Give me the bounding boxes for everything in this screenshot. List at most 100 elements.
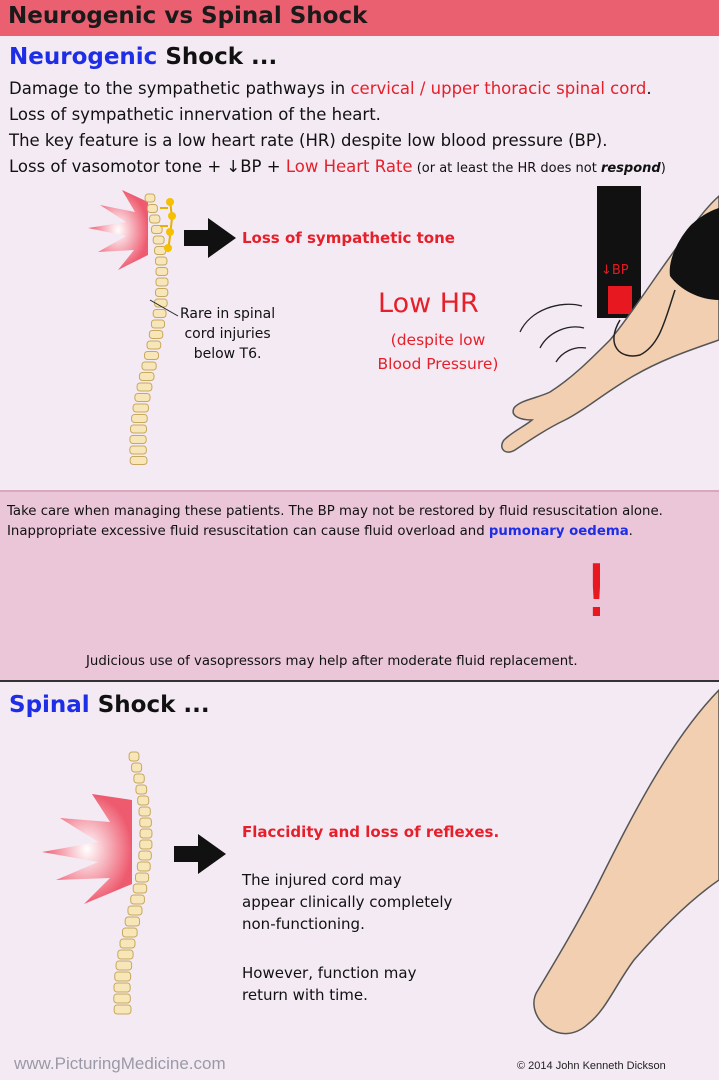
line4-bp: BP +	[240, 157, 286, 176]
vertebra-shape	[113, 1004, 132, 1015]
injury-burst-icon	[88, 190, 148, 270]
vertebra-shape	[139, 839, 153, 850]
limp-arm-icon	[533, 688, 719, 1035]
line4-note-text: (or at least the HR does not	[412, 161, 601, 176]
vertebra-shape	[132, 403, 149, 413]
vertebra-shape	[129, 456, 148, 465]
vertebra-shape	[135, 784, 148, 795]
vertebra-shape	[129, 445, 147, 455]
vertebra-shape	[136, 382, 153, 392]
vertebra-shape	[144, 193, 156, 203]
vertebra-shape	[114, 971, 132, 982]
spinal-title-rest: Shock ...	[89, 692, 210, 718]
neurogenic-description: Damage to the sympathetic pathways in ce…	[9, 76, 715, 182]
vertebra-shape	[152, 309, 167, 318]
loss-of-tone-label: Loss of sympathetic tone	[242, 229, 455, 247]
vertebra-shape	[150, 319, 166, 329]
rare-injury-note: Rare in spinal cord injuries below T6.	[180, 304, 275, 364]
vertebra-shape	[133, 773, 145, 784]
vertebra-shape	[134, 872, 150, 883]
vertebra-shape	[131, 414, 148, 423]
neurogenic-title-colored: Neurogenic	[9, 44, 158, 70]
spine-icon	[129, 193, 169, 465]
injury-burst-large-icon	[42, 794, 132, 904]
neurogenic-line-1: Damage to the sympathetic pathways in ce…	[9, 76, 715, 102]
vertebra-shape	[155, 267, 169, 276]
arrow-right-icon	[184, 218, 236, 258]
spinal-p2-line-2: return with time.	[242, 986, 368, 1004]
low-hr-label: Low HR	[378, 288, 479, 319]
vertebra-shape	[144, 351, 160, 360]
neurogenic-line-3: The key feature is a low heart rate (HR)…	[9, 131, 608, 150]
spinal-p2-line-1: However, function may	[242, 964, 417, 982]
spinal-title-colored: Spinal	[9, 692, 90, 718]
spinal-p1-line-1: The injured cord may	[242, 871, 402, 889]
vertebra-shape	[124, 916, 141, 927]
sympathetic-chain-icon	[160, 198, 176, 253]
vertebra-shape	[139, 828, 153, 839]
vertebra-shape	[150, 225, 163, 234]
vertebra-shape	[152, 235, 165, 245]
vertebra-shape	[130, 424, 147, 434]
callout-line	[149, 299, 179, 317]
vertebra-shape	[117, 949, 134, 960]
flaccidity-label: Flaccidity and loss of reflexes.	[242, 823, 500, 841]
neurogenic-title: Neurogenic Shock ...	[9, 44, 277, 70]
care-line-2-highlight: pumonary oedema	[488, 524, 629, 539]
site-watermark: www.PicturingMedicine.com	[14, 1054, 226, 1073]
vertebra-shape	[134, 393, 151, 402]
line4-note-end: )	[660, 161, 666, 176]
vertebra-shape	[128, 751, 140, 762]
fluid-caution-text: Take care when managing these patients. …	[7, 502, 717, 542]
vasopressor-note: Judicious use of vasopressors may help a…	[86, 654, 578, 669]
vertebra-shape	[121, 927, 138, 938]
line4-note: (or at least the HR does not respond)	[413, 161, 666, 176]
neurogenic-title-rest: Shock ...	[157, 44, 278, 70]
vertebra-shape	[137, 795, 150, 806]
vertebra-shape	[127, 905, 143, 916]
spinal-title: Spinal Shock ...	[9, 692, 210, 718]
spinal-paragraph-2: However, function may return with time.	[242, 962, 417, 1006]
header-bar: Neurogenic vs Spinal Shock	[0, 0, 719, 36]
down-arrow-icon: ↓	[226, 157, 241, 176]
line1-text: Damage to the sympathetic pathways in	[9, 79, 351, 98]
line1-end: .	[646, 79, 652, 98]
vertebra-shape	[146, 340, 162, 350]
rare-line-2: cord injuries	[184, 326, 271, 342]
care-line-2-text: Inappropriate excessive fluid resuscitat…	[7, 524, 489, 539]
line4-highlight: Low Heart Rate	[285, 157, 413, 176]
vertebra-shape	[130, 894, 145, 905]
vertebra-shape	[113, 982, 131, 993]
vertebra-shape	[139, 817, 152, 828]
bp-monitor-icon	[597, 186, 641, 318]
vertebra-shape	[136, 861, 151, 872]
vertebra-shape	[148, 330, 164, 339]
exclamation-icon: !	[582, 549, 611, 633]
vertebra-shape	[138, 372, 155, 381]
rare-line-1: Rare in spinal	[180, 306, 276, 322]
vertebra-shape	[146, 204, 158, 213]
vertebra-shape	[154, 288, 169, 297]
vertebra-shape	[154, 256, 168, 266]
vertebra-shape	[138, 850, 152, 861]
line4-text: Loss of vasomotor tone +	[9, 157, 227, 176]
vertebra-shape	[115, 960, 133, 971]
line4-note-emphasis: respond	[600, 161, 661, 176]
vertebra-shape	[113, 993, 131, 1004]
vertebra-shape	[141, 361, 157, 371]
despite-line-2: Blood Pressure)	[377, 355, 499, 373]
vertebra-shape	[119, 938, 136, 949]
spinal-p1-line-3: non-functioning.	[242, 915, 365, 933]
fluid-caution-panel	[0, 490, 719, 682]
spine-large-icon	[113, 751, 153, 1015]
care-line-2: Inappropriate excessive fluid resuscitat…	[7, 522, 717, 542]
line1-highlight: cervical / upper thoracic spinal cord	[350, 79, 647, 98]
copyright-notice: © 2014 John Kenneth Dickson	[517, 1060, 666, 1072]
vertebra-shape	[129, 435, 147, 444]
page-title: Neurogenic vs Spinal Shock	[8, 3, 368, 29]
neurogenic-line-4: Loss of vasomotor tone + ↓BP + Low Heart…	[9, 154, 715, 182]
vertebra-shape	[138, 806, 151, 817]
arrow-right-spinal-icon	[174, 834, 226, 874]
pulse-waves-icon	[519, 303, 587, 363]
vertebra-shape	[132, 883, 148, 894]
